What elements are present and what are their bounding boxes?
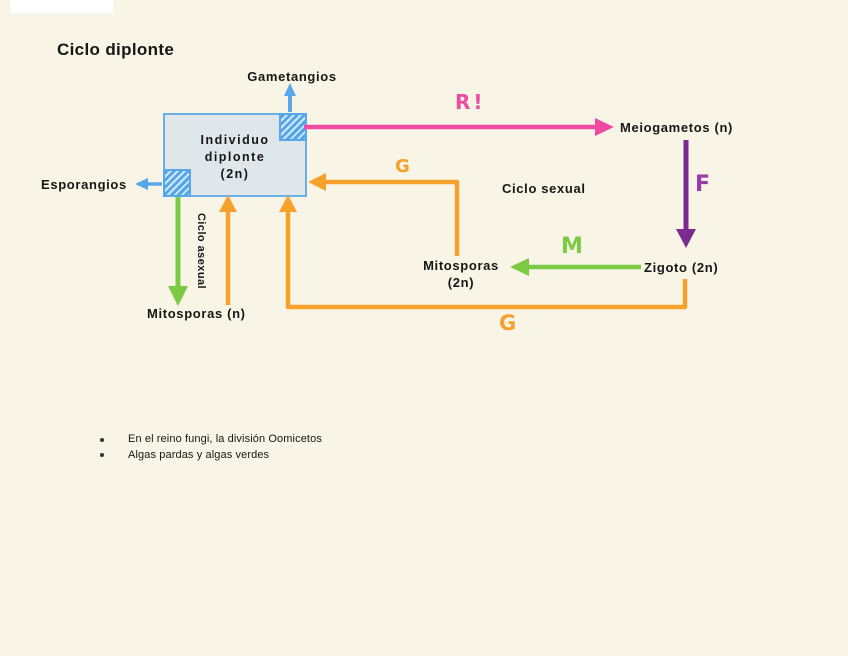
annotation-germinacion-upper: G — [395, 156, 410, 177]
node-gametangios: Gametangios — [247, 69, 337, 84]
mitosporas-n-return-arrowhead-icon — [219, 195, 237, 212]
node-mitosporas-2n: Mitosporas (2n) — [406, 257, 516, 291]
germinacion-lower-arrowhead-icon — [279, 195, 297, 212]
esporangios-arrowhead-icon — [135, 178, 148, 190]
node-mitosporas-n: Mitosporas (n) — [147, 306, 246, 321]
annotation-germinacion-lower: G — [499, 311, 517, 335]
esporangio-hatch-icon — [163, 169, 191, 197]
notes-list: En el reino fungi, la división Oomicetos… — [100, 432, 322, 463]
list-item: Algas pardas y algas verdes — [100, 448, 322, 464]
list-item: En el reino fungi, la división Oomicetos — [100, 432, 322, 448]
node-mitosporas-2n-line1: Mitosporas — [423, 258, 499, 273]
individuo-diplonte-box: Individuo diplonte (2n) — [163, 113, 307, 197]
note-text: Algas pardas y algas verdes — [128, 448, 270, 461]
node-esporangios: Esporangios — [41, 177, 127, 192]
germinacion-upper-arrow — [324, 179, 460, 256]
bullet-icon — [100, 453, 104, 458]
individuo-diplonte-label: Individuo diplonte (2n) — [165, 132, 305, 183]
germinacion-upper-arrowhead-icon — [308, 173, 326, 191]
mitosporas-n-arrowhead-icon — [168, 286, 188, 306]
annotation-mitosis: M — [561, 234, 583, 259]
node-meiogametos: Meiogametos (n) — [620, 120, 734, 135]
node-zigoto: Zigoto (2n) — [644, 260, 719, 275]
annotation-meiosis: R! — [455, 90, 486, 114]
box-label-line1: Individuo — [200, 133, 270, 147]
box-label-line2: diplonte — [204, 150, 266, 164]
page-corner-strip — [10, 0, 113, 13]
page-title: Ciclo diplonte — [57, 40, 175, 59]
note-text: En el reino fungi, la división Oomicetos — [128, 433, 322, 445]
annotation-fecundacion: F — [695, 172, 711, 197]
node-mitosporas-2n-line2: (2n) — [447, 275, 475, 290]
box-label-line3: (2n) — [220, 167, 250, 181]
label-ciclo-asexual: Ciclo asexual — [195, 213, 207, 290]
fecundacion-arrowhead-icon — [676, 229, 696, 248]
gametangios-arrowhead-icon — [284, 83, 296, 96]
gametangio-hatch-icon — [279, 113, 307, 141]
label-ciclo-sexual: Ciclo sexual — [502, 181, 586, 196]
bullet-icon — [100, 437, 104, 442]
meiosis-arrowhead-icon — [595, 118, 614, 136]
